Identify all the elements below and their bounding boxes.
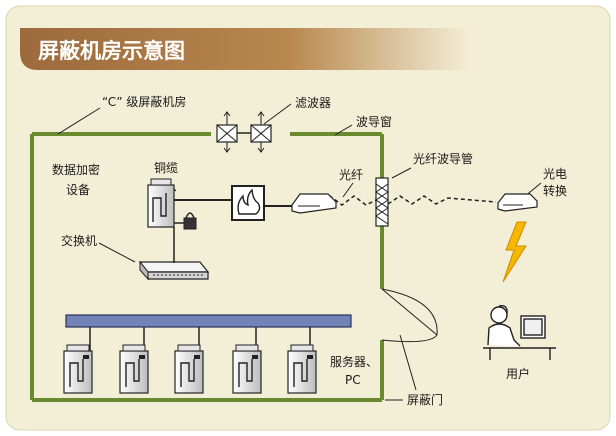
shield-door-shape xyxy=(381,288,438,343)
server-bus xyxy=(65,314,352,328)
filter-icon xyxy=(216,111,272,153)
photoelectric-converter-icon xyxy=(497,193,538,212)
server-icon xyxy=(232,344,262,394)
servers-label-2: PC xyxy=(345,373,361,387)
fiber-line-outside xyxy=(387,195,497,205)
fiber-waveguide-icon xyxy=(375,177,389,227)
encryption-label-2: 设备 xyxy=(66,183,90,197)
waveguide-window-label: 波导窗 xyxy=(356,115,392,129)
switch-icon xyxy=(138,260,210,281)
fiber-label: 光纤 xyxy=(339,168,363,182)
user-label: 用户 xyxy=(506,366,530,381)
filter-label: 滤波器 xyxy=(295,96,331,110)
server-row xyxy=(63,327,317,394)
title-bar xyxy=(20,28,470,70)
wireless-lightning-icon xyxy=(502,221,527,283)
shield-door-label: 屏蔽门 xyxy=(407,392,443,407)
user-icon xyxy=(483,304,556,360)
converter-label-2: 转换 xyxy=(543,183,567,198)
converter-label-1: 光电 xyxy=(543,167,567,181)
leader-lines xyxy=(57,103,542,401)
cable-label: 铜缆 xyxy=(154,160,178,175)
switch-label: 交换机 xyxy=(61,233,97,248)
encryption-device-icon xyxy=(147,178,197,230)
server-icon xyxy=(119,344,149,394)
fiber-waveguide-label: 光纤波导管 xyxy=(413,151,473,166)
server-icon xyxy=(63,344,93,394)
page-title: 屏蔽机房示意图 xyxy=(38,39,185,63)
fiber-modem-icon xyxy=(291,193,337,214)
encryption-label-1: 数据加密 xyxy=(52,162,100,177)
firewall-icon xyxy=(231,185,265,221)
servers-label-1: 服务器、 xyxy=(330,354,378,369)
server-icon xyxy=(287,344,317,394)
room-label: “C” 级屏蔽机房 xyxy=(102,94,186,109)
fiber-line xyxy=(317,195,377,206)
server-icon xyxy=(174,344,204,394)
